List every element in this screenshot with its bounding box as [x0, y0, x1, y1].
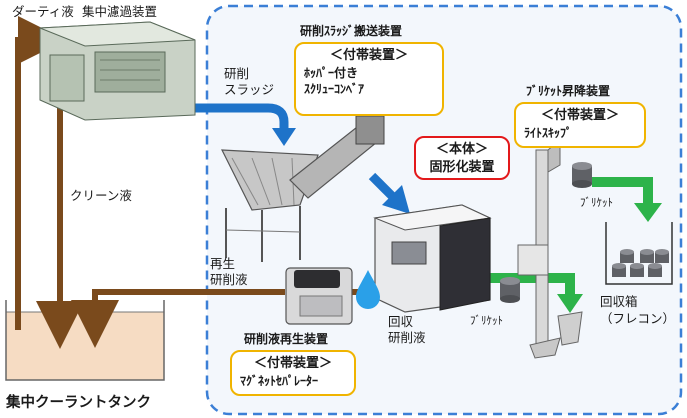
lifter-callout-line: ﾗｲﾄｽｷｯﾌﾟ: [524, 125, 573, 140]
clean-liquid-label: クリーン液: [70, 188, 132, 203]
central-filtration-equipment: [39, 21, 196, 121]
conveyor-callout-line2: ｽｸﾘｭｰｺﾝﾍﾞｱ: [304, 81, 365, 96]
separator-callout-line: ﾏｸﾞﾈｯﾄｾﾊﾟﾚｰﾀｰ: [240, 373, 319, 388]
central-filter-label: 集中濾過装置: [82, 4, 158, 19]
coolant-tank: [5, 300, 165, 381]
conveyor-callout: ＜付帯装置＞ ﾎｯﾊﾟｰ付き ｽｸﾘｭｰｺﾝﾍﾞｱ: [294, 42, 444, 116]
lifter-callout-title: ＜付帯装置＞: [540, 108, 619, 123]
conveyor-callout-line1: ﾎｯﾊﾟｰ付き: [304, 65, 359, 80]
dirty-liquid-label: ダーティ液: [12, 4, 74, 19]
briquette-label-left: ﾌﾞﾘｹｯﾄ: [470, 314, 503, 327]
separator-heading: 研削液再生装置: [244, 332, 329, 346]
separator-callout-title: ＜付帯装置＞: [253, 356, 332, 371]
fluid-drop-icon: [356, 270, 380, 309]
conveyor-callout-title: ＜付帯装置＞: [329, 48, 408, 63]
recovery-box: [605, 222, 673, 285]
briquette-icon-left: [500, 277, 520, 303]
lifter-callout: ＜付帯装置＞ ﾗｲﾄｽｷｯﾌﾟ: [514, 102, 646, 148]
dirty-liquid-flow: [15, 16, 66, 330]
recovery-box-label: 回収箱 （フレコン）: [600, 294, 676, 326]
magnet-separator: [285, 267, 353, 325]
main-unit-callout-title: ＜本体＞: [435, 142, 488, 157]
briquette-icon-top: [572, 162, 592, 188]
regenerated-fluid-label: 再生 研削液: [210, 256, 248, 288]
briquette-flow-arrow-right: [592, 177, 662, 222]
recovered-fluid-label: 回収 研削液: [388, 314, 426, 346]
lifter-heading: ﾌﾞﾘｹｯﾄ昇降装置: [526, 84, 611, 98]
coolant-tank-label: 集中クーラントタンク: [6, 395, 151, 411]
briquette-label-top: ﾌﾞﾘｹｯﾄ: [580, 196, 613, 209]
main-unit-callout-line: 固形化装置: [429, 159, 495, 175]
solidification-unit: [373, 204, 492, 313]
hopper-screw-conveyor: [221, 115, 385, 262]
grinding-sludge-label: 研削 スラッジ: [224, 66, 275, 98]
main-unit-callout: ＜本体＞ 固形化装置: [414, 136, 510, 180]
light-skip-lifter: [517, 138, 583, 359]
conveyor-heading: 研削ｽﾗｯｼﾞ搬送装置: [300, 24, 403, 38]
separator-callout: ＜付帯装置＞ ﾏｸﾞﾈｯﾄｾﾊﾟﾚｰﾀｰ: [230, 350, 356, 396]
regenerated-fluid-flow: [71, 289, 285, 348]
sludge-flow-arrow: [145, 103, 296, 146]
conveyor-to-unit-arrow: [368, 172, 410, 214]
